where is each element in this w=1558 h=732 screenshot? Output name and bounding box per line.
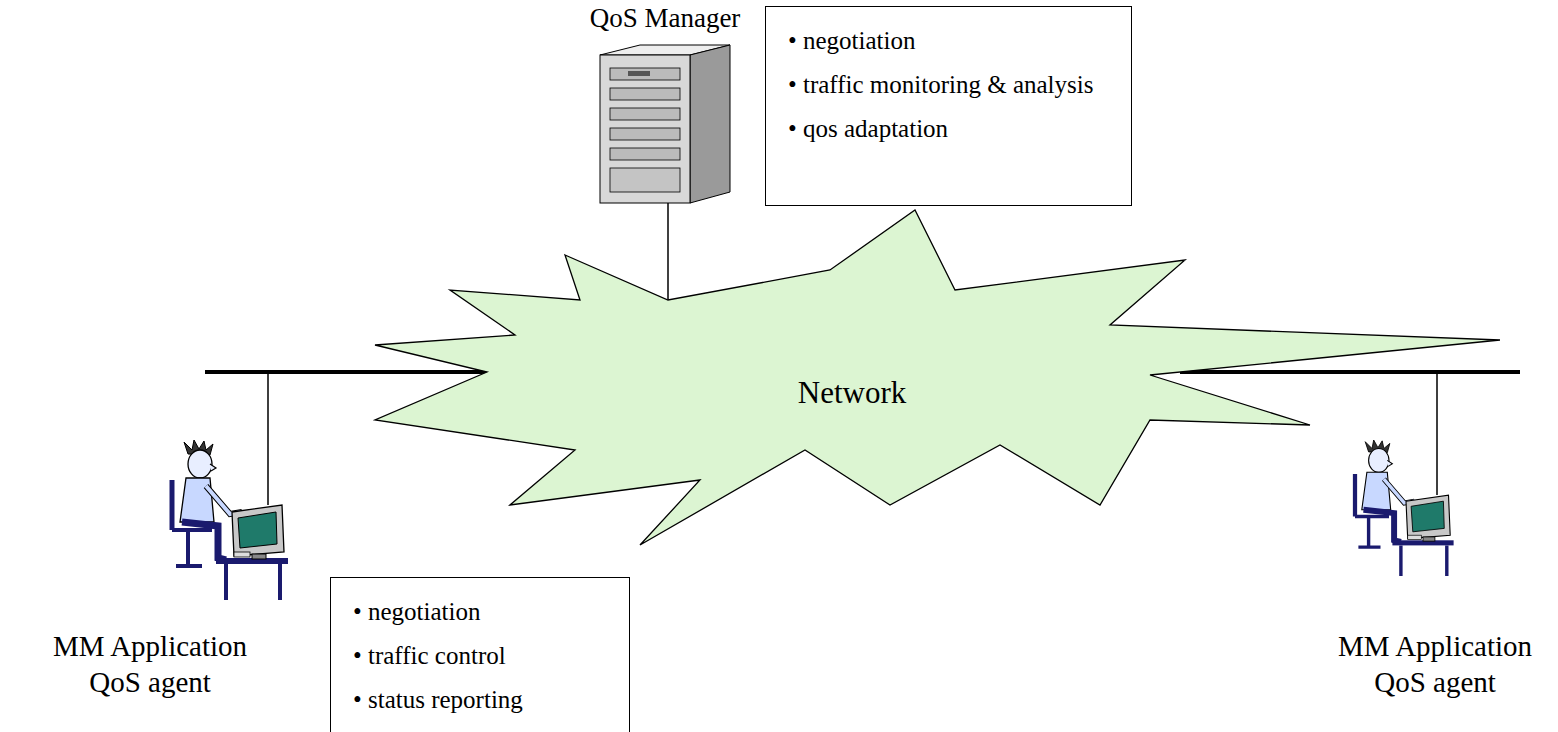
server-node: QoS Manager [560, 2, 770, 203]
bullet-item: • negotiation [353, 590, 611, 634]
agent-node: MM Application QoS agent [10, 505, 290, 700]
cloud-shape [375, 210, 1500, 545]
bullet-item: • traffic control [353, 634, 611, 678]
node-label: QoS Manager [590, 2, 741, 34]
server-icon [600, 45, 730, 203]
bullet-item: • negotiation [788, 19, 1113, 63]
node-label: MM Application QoS agent [40, 628, 260, 700]
network-label: Network [798, 375, 906, 411]
network-link [667, 203, 669, 300]
bullet-item: • status reporting [353, 678, 611, 722]
user-figure [1355, 440, 1454, 576]
bullet-item: • traffic monitoring & analysis [788, 63, 1113, 107]
cloud-outline [370, 160, 1505, 550]
node-label: MM Application QoS agent [1325, 628, 1545, 700]
function-box: • negotiation• traffic monitoring & anal… [765, 6, 1132, 206]
network-cloud: Network [370, 160, 1505, 550]
network-link [1180, 372, 1437, 495]
function-box: • negotiation• traffic control• status r… [330, 577, 630, 732]
user-figure [172, 440, 288, 600]
agent-node: MM Application QoS agent [1320, 495, 1550, 700]
bullet-item: • qos adaptation [788, 107, 1113, 151]
